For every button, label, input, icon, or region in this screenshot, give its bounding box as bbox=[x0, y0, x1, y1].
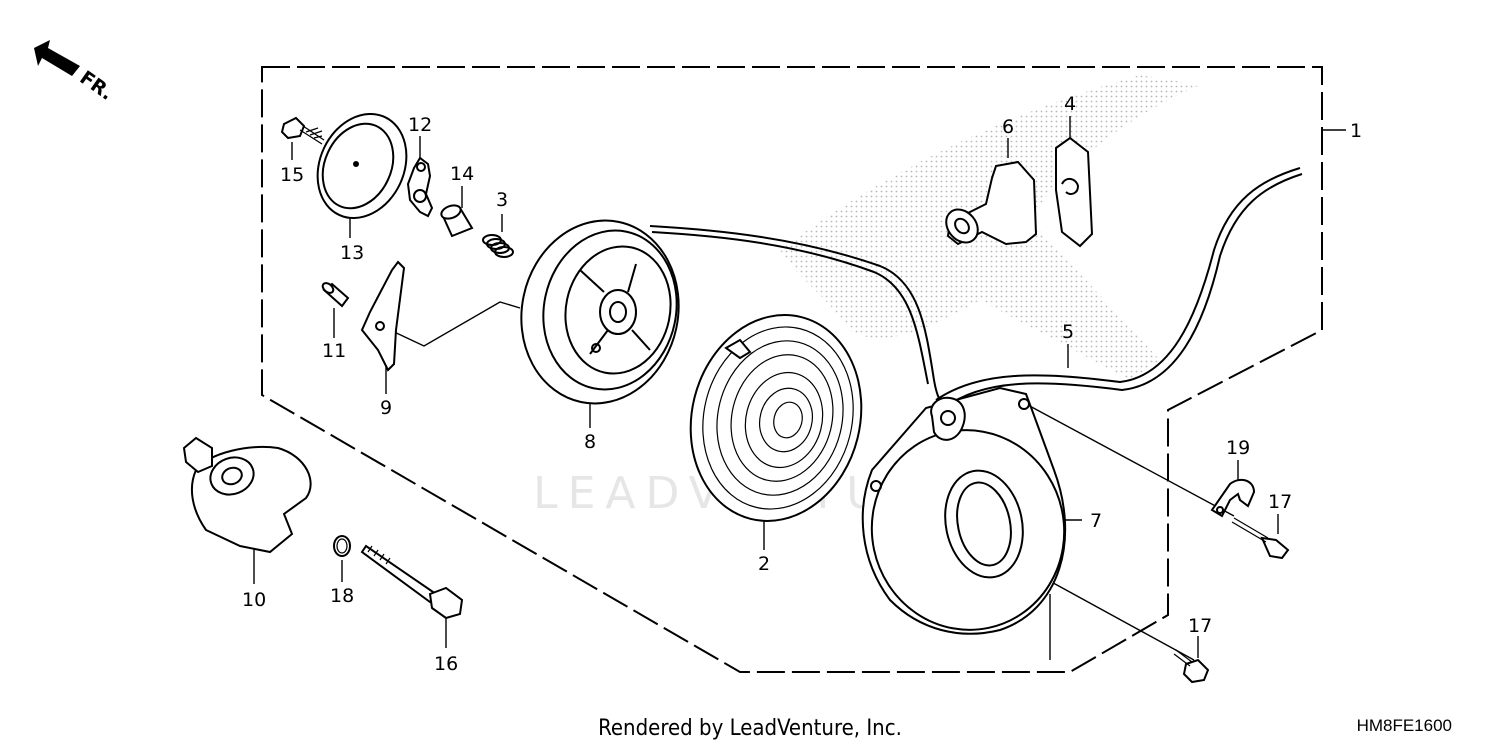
callout-1: 1 bbox=[1350, 120, 1362, 142]
part-8-starter-reel bbox=[520, 219, 680, 405]
callout-12: 12 bbox=[408, 114, 432, 136]
part-5-starter-rope bbox=[649, 167, 1303, 410]
diagram-code: HM8FE1600 bbox=[1356, 716, 1452, 735]
part-12-friction-spring bbox=[406, 156, 434, 218]
callout-5: 5 bbox=[1062, 321, 1074, 343]
front-direction-arrow bbox=[34, 40, 80, 76]
part-9-ratchet-pawl bbox=[360, 260, 406, 372]
callout-19: 19 bbox=[1226, 437, 1250, 459]
part-7-starter-case bbox=[861, 386, 1067, 635]
part-2-recoil-spring bbox=[689, 314, 863, 522]
part-10-starter-pulley bbox=[182, 436, 312, 554]
callout-14: 14 bbox=[450, 163, 474, 185]
callout-labels: 1 4 6 5 7 8 2 3 14 12 15 13 11 9 10 18 1… bbox=[242, 93, 1362, 675]
front-direction-label: FR. bbox=[76, 67, 117, 105]
part-17-bolt-upper bbox=[1231, 517, 1290, 560]
callout-15: 15 bbox=[280, 164, 304, 186]
rendered-by-credit: Rendered by LeadVenture, Inc. bbox=[598, 716, 902, 741]
part-14-collar bbox=[440, 204, 474, 238]
part-15-bolt bbox=[280, 116, 325, 145]
part-16-long-bolt bbox=[360, 544, 464, 620]
part-18-washer bbox=[333, 535, 351, 557]
callout-4: 4 bbox=[1064, 93, 1076, 115]
part-13-washer-plate bbox=[316, 112, 408, 220]
callout-13: 13 bbox=[340, 242, 364, 264]
callout-7: 7 bbox=[1090, 510, 1102, 532]
part-6-starter-grip bbox=[945, 160, 1038, 246]
callout-18: 18 bbox=[330, 585, 354, 607]
part-11-pin bbox=[321, 282, 350, 308]
callout-17-lower: 17 bbox=[1188, 615, 1212, 637]
part-4-grip-insert bbox=[1055, 136, 1094, 248]
part-3-coil-spring bbox=[482, 234, 514, 258]
callout-9: 9 bbox=[380, 397, 392, 419]
callout-10: 10 bbox=[242, 589, 266, 611]
callout-3: 3 bbox=[496, 189, 508, 211]
callout-2: 2 bbox=[758, 553, 770, 575]
callout-17-upper: 17 bbox=[1268, 491, 1292, 513]
callout-6: 6 bbox=[1002, 116, 1014, 138]
callout-16: 16 bbox=[434, 653, 458, 675]
callout-11: 11 bbox=[322, 340, 346, 362]
part-17-bolt-lower bbox=[1173, 649, 1210, 684]
assembly-frame bbox=[261, 66, 1323, 673]
part-19-rope-clamp bbox=[1210, 478, 1256, 518]
callout-8: 8 bbox=[584, 431, 596, 453]
